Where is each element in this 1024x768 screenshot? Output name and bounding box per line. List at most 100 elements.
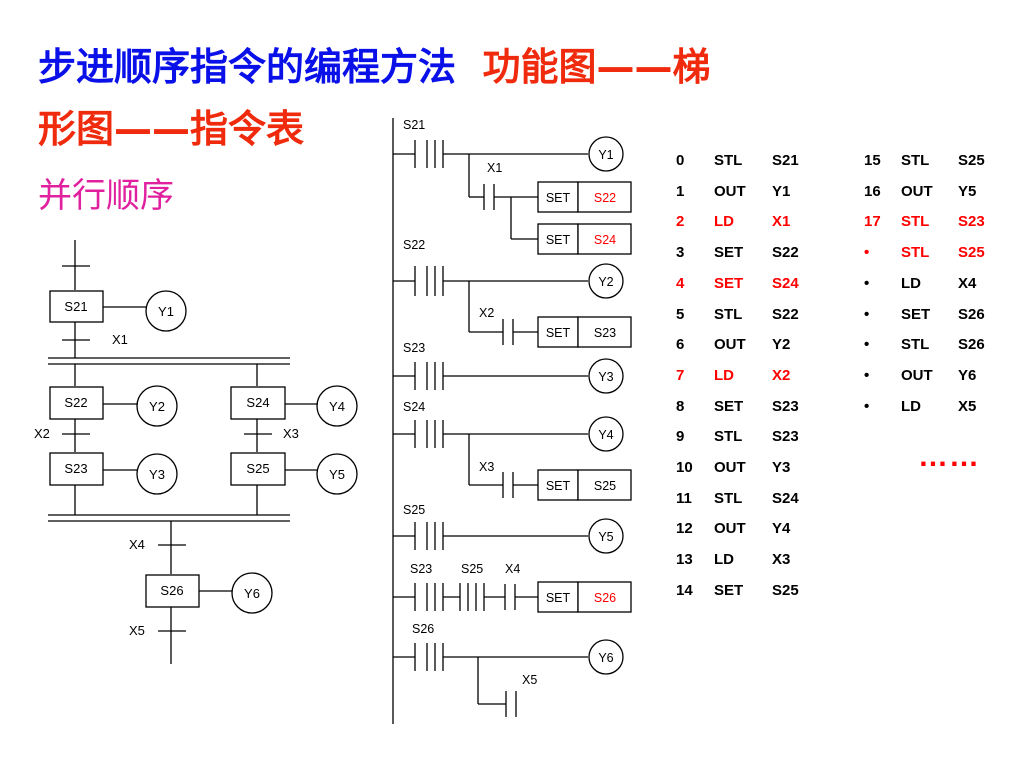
instruction-step: 6 bbox=[676, 336, 685, 354]
instruction-operand: S25 bbox=[772, 581, 799, 599]
set-target-label: S22 bbox=[594, 191, 616, 205]
instruction-step: 2 bbox=[676, 213, 685, 231]
stl-label: S22 bbox=[403, 238, 425, 252]
stl-label: S25 bbox=[461, 562, 483, 576]
set-label: SET bbox=[546, 479, 571, 493]
instruction-operand: S26 bbox=[958, 305, 985, 323]
instruction-operand: Y6 bbox=[958, 366, 977, 384]
instruction-opcode: STL bbox=[901, 244, 930, 262]
instruction-step: • bbox=[864, 305, 870, 323]
sfc-output-label: Y4 bbox=[329, 399, 345, 414]
instruction-step: 15 bbox=[864, 152, 881, 169]
contact-label: X1 bbox=[487, 161, 502, 175]
instruction-step: 13 bbox=[676, 551, 693, 569]
instruction-step: 14 bbox=[676, 581, 693, 599]
instruction-step: 10 bbox=[676, 459, 693, 476]
sfc-step-label: S22 bbox=[64, 395, 87, 410]
instruction-operand: X2 bbox=[772, 366, 791, 384]
set-label: SET bbox=[546, 233, 571, 247]
instruction-step: 11 bbox=[676, 489, 692, 507]
instruction-opcode: STL bbox=[714, 428, 743, 446]
instruction-opcode: OUT bbox=[901, 182, 933, 200]
instruction-operand: S22 bbox=[772, 244, 799, 262]
sfc-output-label: Y3 bbox=[149, 467, 165, 482]
instruction-operand: S24 bbox=[772, 489, 799, 507]
stl-label: S24 bbox=[403, 400, 425, 414]
instruction-operand: S24 bbox=[772, 274, 799, 292]
instruction-opcode: SET bbox=[901, 305, 931, 323]
coil-label: Y4 bbox=[598, 428, 613, 442]
instruction-opcode: LD bbox=[714, 366, 734, 384]
instruction-step: 17 bbox=[864, 213, 881, 231]
sfc-transition-label: X4 bbox=[129, 537, 145, 552]
sfc-diagram: S21 S22 S24 S23 S25 S26 Y1 Y2 Y4 Y3 Y5 Y… bbox=[34, 240, 358, 664]
sfc-output-label: Y1 bbox=[158, 304, 174, 319]
set-target-box bbox=[577, 223, 632, 255]
sfc-step-s25 bbox=[230, 452, 286, 486]
instruction-opcode: LD bbox=[714, 213, 734, 231]
title-part3: 形图——指令表 bbox=[38, 107, 305, 151]
instruction-opcode: STL bbox=[714, 305, 743, 323]
sfc-output-label: Y6 bbox=[244, 586, 260, 601]
stl-label: S23 bbox=[410, 562, 432, 576]
sfc-transition-label: X1 bbox=[112, 332, 128, 347]
coil-label: Y1 bbox=[598, 148, 613, 162]
instruction-operand: S26 bbox=[958, 336, 985, 354]
contact-label: X2 bbox=[479, 306, 494, 320]
instruction-operand: S23 bbox=[958, 213, 985, 231]
instruction-operand: S25 bbox=[958, 244, 985, 262]
instruction-opcode: LD bbox=[714, 551, 734, 569]
instruction-operand: X1 bbox=[772, 213, 791, 231]
sfc-step-label: S26 bbox=[160, 583, 183, 598]
set-target-label: S23 bbox=[594, 326, 616, 340]
contact-label: X4 bbox=[505, 562, 520, 576]
instruction-opcode: LD bbox=[901, 397, 921, 415]
sfc-step-label: S21 bbox=[64, 299, 87, 314]
sfc-transition-label: X2 bbox=[34, 426, 50, 441]
set-box bbox=[537, 469, 579, 501]
instruction-opcode: STL bbox=[901, 152, 930, 169]
instruction-opcode: SET bbox=[714, 274, 744, 292]
sfc-step-s22 bbox=[49, 386, 104, 420]
ladder-diagram: S21 S22 S23 S24 S25 S23 S25 S26 X1 X2 X3… bbox=[392, 118, 632, 724]
sfc-step-s24 bbox=[230, 386, 286, 420]
set-target-label: S24 bbox=[594, 233, 616, 247]
stl-label: S25 bbox=[403, 503, 425, 517]
contact-label: X5 bbox=[522, 673, 537, 687]
set-target-label: S25 bbox=[594, 479, 616, 493]
instruction-operand: X4 bbox=[958, 274, 977, 292]
sfc-transition-label: X5 bbox=[129, 623, 145, 638]
set-box bbox=[537, 181, 579, 213]
instruction-step: 0 bbox=[676, 152, 685, 169]
instruction-step: 9 bbox=[676, 428, 685, 446]
set-label: SET bbox=[546, 326, 571, 340]
set-target-label: S26 bbox=[594, 591, 616, 605]
title-part2: 功能图——梯 bbox=[482, 45, 711, 89]
set-target-box bbox=[577, 181, 632, 213]
instruction-operand: X5 bbox=[958, 397, 977, 415]
instruction-opcode: OUT bbox=[901, 366, 933, 384]
sfc-step-label: S25 bbox=[246, 461, 269, 476]
instruction-step: • bbox=[864, 366, 870, 384]
instruction-step: • bbox=[864, 244, 870, 262]
instruction-operand: S23 bbox=[772, 428, 799, 446]
instruction-opcode: OUT bbox=[714, 459, 746, 476]
instruction-operand: X3 bbox=[772, 551, 791, 569]
instruction-step: • bbox=[864, 397, 870, 415]
set-target-box bbox=[577, 316, 632, 348]
instruction-step: 8 bbox=[676, 397, 685, 415]
instruction-operand: Y3 bbox=[772, 459, 791, 476]
set-target-box bbox=[577, 469, 632, 501]
coil-label: Y3 bbox=[598, 370, 613, 384]
sfc-step-s23 bbox=[49, 452, 104, 486]
sfc-output-label: Y2 bbox=[149, 399, 165, 414]
instruction-operand: S25 bbox=[958, 152, 985, 169]
instruction-opcode: SET bbox=[714, 244, 744, 262]
sfc-transition-label: X3 bbox=[283, 426, 299, 441]
instruction-operand: Y4 bbox=[772, 520, 791, 538]
instruction-step: • bbox=[864, 274, 870, 292]
stl-label: S23 bbox=[403, 341, 425, 355]
instruction-operand: S22 bbox=[772, 305, 799, 323]
instruction-step: 1 bbox=[676, 182, 685, 200]
instruction-opcode: STL bbox=[714, 489, 743, 507]
